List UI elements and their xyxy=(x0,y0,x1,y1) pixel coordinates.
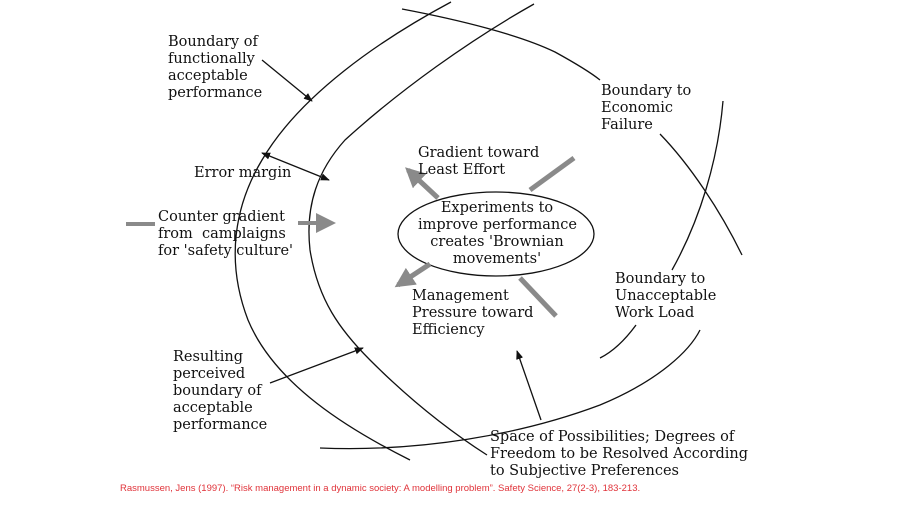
label-boundary-functional: Boundary of functionally acceptable perf… xyxy=(168,34,263,101)
arrow-resulting-boundary xyxy=(269,347,364,384)
arrow-error-margin xyxy=(261,152,330,181)
label-boundary-economic: Boundary to Economic Failure xyxy=(601,83,692,133)
label-counter-gradient: Counter gradient from camplaigns for 'sa… xyxy=(158,209,294,259)
boundary-functional-curve xyxy=(234,1,452,461)
space-boundary-bottom-curve xyxy=(319,329,701,450)
arrow-space-of-possibilities xyxy=(516,350,542,421)
label-boundary-workload: Boundary to Unacceptable Work Load xyxy=(615,271,717,321)
management-pressure-arrow-tail xyxy=(518,276,558,318)
label-gradient-least-effort: Gradient toward Least Effort xyxy=(418,145,540,178)
label-error-margin: Error margin xyxy=(194,165,292,181)
management-pressure-arrow xyxy=(394,261,432,288)
label-resulting-boundary: Resulting perceived boundary of acceptab… xyxy=(173,349,268,433)
label-management-pressure: Management Pressure toward Efficiency xyxy=(412,288,534,338)
label-space-of-possibilities: Space of Possibilities; Degrees of Freed… xyxy=(490,429,749,479)
label-experiments: Experiments to improve performance creat… xyxy=(418,200,577,267)
arrow-boundary-functional xyxy=(261,59,313,102)
least-effort-arrow-tail xyxy=(528,155,576,193)
economic-failure-curve xyxy=(401,8,601,81)
citation: Rasmussen, Jens (1997). “Risk management… xyxy=(120,483,641,494)
least-effort-arrow xyxy=(405,167,440,200)
economic-failure-curve-lower xyxy=(659,133,743,256)
brownian-ellipse xyxy=(397,191,595,277)
workload-boundary-curve xyxy=(671,100,724,271)
workload-boundary-curve-lower xyxy=(599,324,637,359)
perceived-boundary-curve xyxy=(308,3,535,456)
